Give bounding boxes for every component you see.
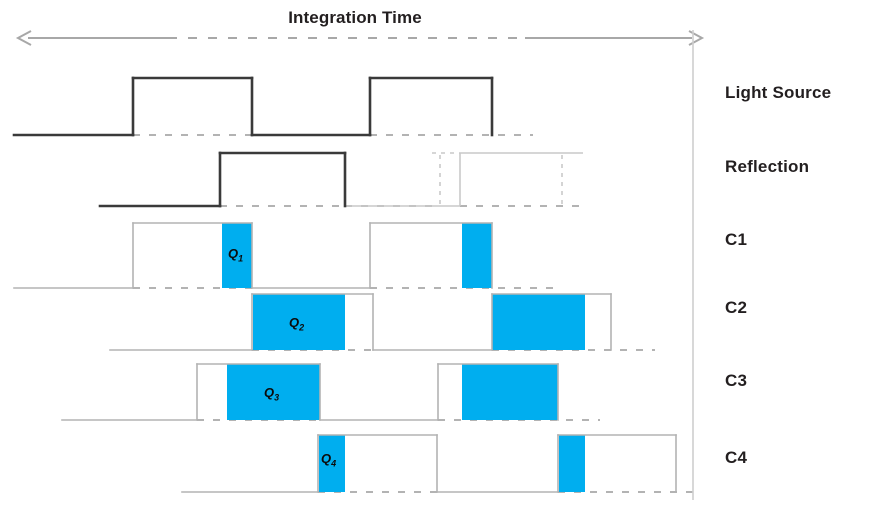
waveform-c1 <box>13 222 560 289</box>
charge-block-c1-0 <box>222 223 252 288</box>
charge-block-c1-1 <box>462 223 492 288</box>
charge-block-c4-0 <box>319 435 345 492</box>
charge-block-c4-1 <box>559 435 585 492</box>
waveform-c2 <box>109 293 655 351</box>
charge-label-subscript: 3 <box>274 392 280 403</box>
charge-label-c3-0: Q3 <box>264 385 279 403</box>
charge-label-subscript: 2 <box>299 322 305 333</box>
row-label-light-source: Light Source <box>725 83 832 102</box>
waveform-reflection <box>98 151 588 208</box>
charge-label-c4-0: Q4 <box>321 451 336 469</box>
waveform-c4 <box>181 434 700 493</box>
integration-time-arrow-group <box>15 30 705 46</box>
charge-block-c3-0 <box>227 364 320 420</box>
charge-label-subscript: 1 <box>238 253 244 264</box>
arrow-head-left-icon <box>15 30 32 46</box>
charge-block-c2-1 <box>492 294 585 350</box>
waveform-rows-group <box>12 76 700 493</box>
row-label-c4: C4 <box>725 448 748 467</box>
waveform-c3 <box>61 363 600 421</box>
row-label-reflection: Reflection <box>725 157 810 176</box>
waveform-light-source <box>12 76 533 137</box>
charge-label-c2-0: Q2 <box>289 315 304 333</box>
row-label-c2: C2 <box>725 298 748 317</box>
row-label-c1: C1 <box>725 230 748 249</box>
charge-label-symbol: Q <box>228 246 239 261</box>
charge-block-c3-1 <box>462 364 558 420</box>
page-title: Integration Time <box>288 8 422 27</box>
row-label-c3: C3 <box>725 371 748 390</box>
charge-label-subscript: 4 <box>331 458 337 469</box>
charge-block-c2-0 <box>253 294 345 350</box>
charge-label-c1-0: Q1 <box>228 246 243 264</box>
charge-label-symbol: Q <box>289 315 300 330</box>
charge-label-symbol: Q <box>321 451 332 466</box>
charge-label-symbol: Q <box>264 385 275 400</box>
